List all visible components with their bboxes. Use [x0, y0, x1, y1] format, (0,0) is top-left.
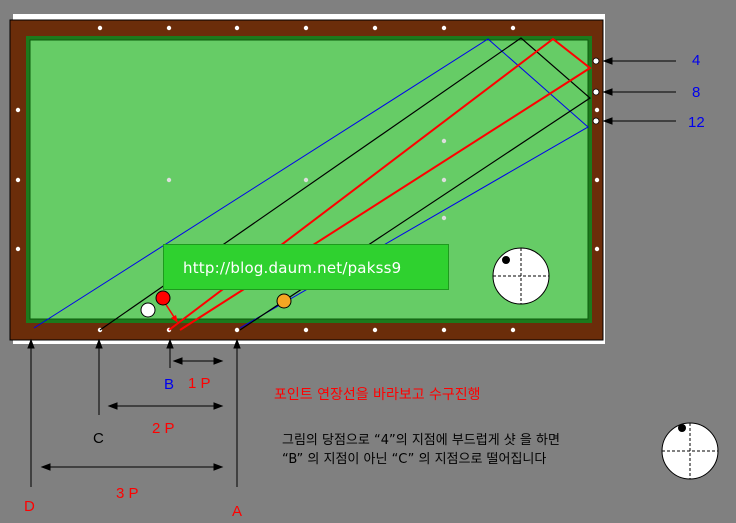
label-C: C	[93, 430, 104, 447]
main-note: 포인트 연장선을 바라보고 수구진행	[274, 387, 481, 403]
cloth-spots	[166, 138, 447, 221]
description-line-2: “B” 의 지점이 아닌 “C” 의 지점으로 떨어집니다	[282, 452, 547, 467]
left-rail-diamonds	[15, 107, 21, 252]
cue-tip-diagram-table	[492, 247, 550, 305]
label-D: D	[24, 498, 35, 515]
label-point-8: 8	[692, 84, 701, 101]
label-span-2p: 2 P	[152, 420, 175, 437]
point-lines	[27, 338, 241, 487]
label-A: A	[232, 503, 243, 520]
blue-path	[33, 38, 589, 329]
yellow-ball	[276, 293, 292, 309]
label-span-3p: 3 P	[116, 485, 139, 502]
label-point-12: 12	[688, 114, 705, 131]
url-text: http://blog.daum.net/pakss9	[183, 259, 402, 277]
top-rail-diamonds	[97, 25, 516, 31]
white-ball	[140, 302, 156, 318]
label-point-4: 4	[692, 52, 701, 69]
right-rail-points	[592, 57, 600, 125]
red-ball	[155, 290, 171, 306]
span-arrows	[40, 357, 224, 471]
url-box	[163, 244, 449, 290]
cue-tip-diagram-legend	[661, 422, 719, 480]
red-ball-arrowhead	[171, 315, 178, 323]
right-rail-diamonds	[594, 107, 600, 252]
right-arrows	[602, 57, 676, 125]
black-path	[99, 37, 591, 331]
description-line-1: 그림의 당점으로 “4”의 지점에 부드럽게 샷 을 하면	[282, 433, 560, 448]
red-path	[168, 37, 592, 331]
label-B: B	[164, 376, 175, 393]
label-span-1p: 1 P	[188, 375, 211, 392]
